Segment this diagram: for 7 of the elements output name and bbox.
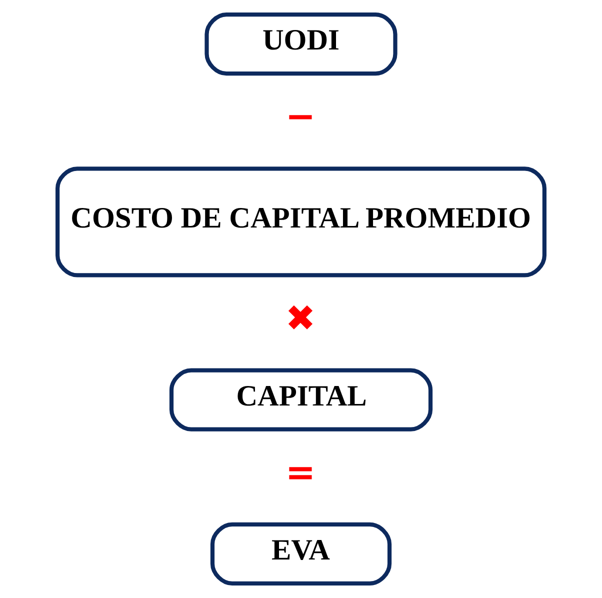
node-box: EVA — [210, 522, 392, 586]
node-box: COSTO DE CAPITAL PROMEDIO — [56, 166, 546, 278]
node-box: UODI — [204, 12, 398, 76]
label: − — [285, 96, 316, 138]
label: = — [285, 451, 316, 494]
label: ✖ — [285, 297, 316, 340]
node-box: CAPITAL — [169, 368, 433, 432]
